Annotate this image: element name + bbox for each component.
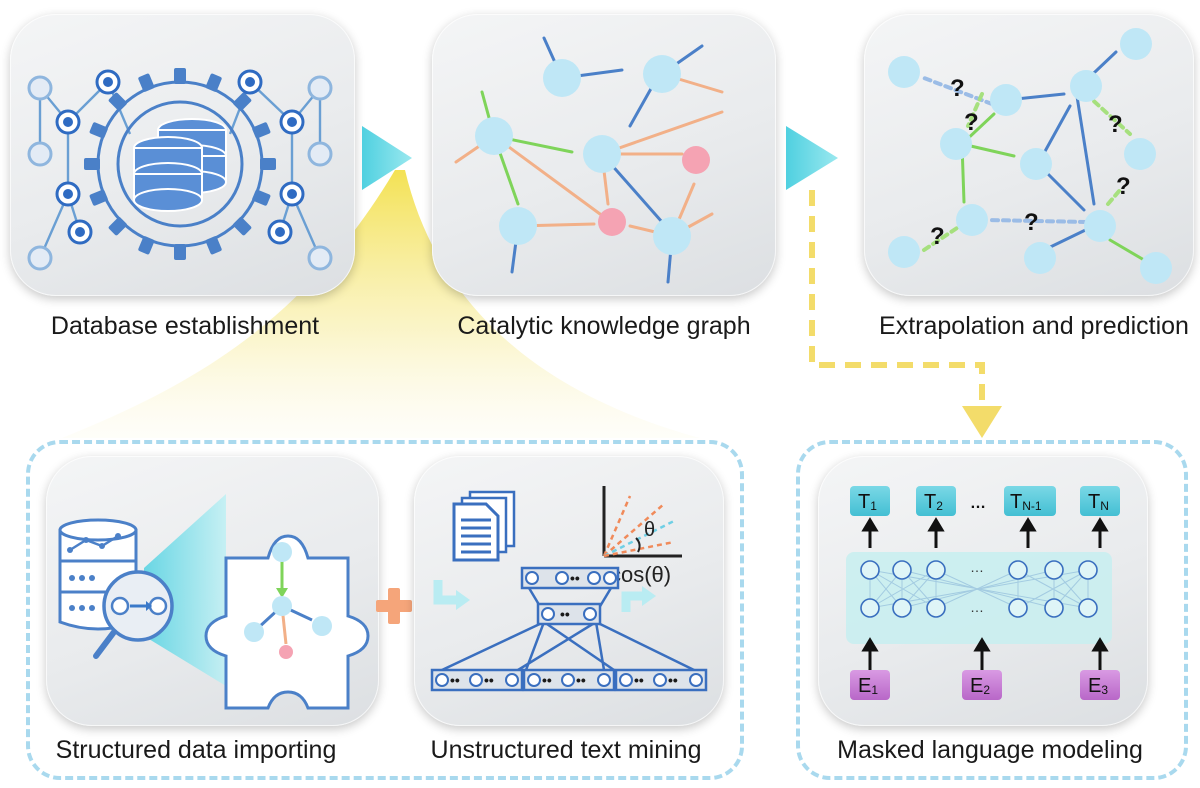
token-t2-main: T: [924, 491, 936, 513]
theta-label: θ: [644, 519, 655, 541]
dots-5: ••: [542, 672, 552, 688]
token-e3-main: E: [1088, 675, 1101, 697]
token-e2-main: E: [970, 675, 983, 697]
layer-ellipsis-1: …: [970, 559, 984, 575]
question-mark-2: ?: [964, 109, 979, 136]
token-t2-sub: 2: [936, 499, 943, 513]
masked-lm-diagram: … … T1 T2 TN-1 TN … E1 E2: [846, 486, 1120, 700]
token-t1-main: T: [858, 491, 870, 513]
question-mark-4: ?: [1116, 173, 1131, 200]
flow-arrow-icon: [362, 126, 412, 190]
dots-6: ••: [576, 672, 586, 688]
unstructured-panel: θ cos(θ): [414, 456, 724, 726]
question-mark-3: ?: [1108, 111, 1123, 138]
structured-import-panel: [46, 456, 379, 726]
language-model-group: [796, 440, 1188, 780]
question-mark-1: ?: [950, 75, 965, 102]
dots-4: ••: [484, 672, 494, 688]
dots-3: ••: [450, 672, 460, 688]
knowledge-graph-caption: Catalytic knowledge graph: [457, 312, 751, 340]
token-e2-sub: 2: [983, 683, 990, 697]
prediction-graph-diagram: ? ? ? ? ? ?: [888, 28, 1172, 284]
question-mark-6: ?: [930, 223, 945, 250]
token-e1-sub: 1: [871, 683, 878, 697]
documents-icon: [452, 490, 516, 562]
knowledge-graph-panel: [432, 14, 776, 296]
prediction-panel: ? ? ? ? ? ?: [864, 14, 1194, 296]
token-t1-sub: 1: [870, 499, 877, 513]
layer-ellipsis-2: …: [970, 599, 984, 615]
plus-icon: [376, 588, 412, 624]
token-tn-main: T: [1088, 491, 1100, 513]
svg-text:TN: TN: [1088, 491, 1109, 513]
svg-text:E2: E2: [970, 675, 990, 697]
token-tn1-main: T: [1010, 491, 1022, 513]
svg-text:E3: E3: [1088, 675, 1108, 697]
dots-2: ••: [560, 606, 570, 622]
svg-text:TN-1: TN-1: [1010, 491, 1042, 513]
database-search-icon: [58, 494, 370, 710]
dots-8: ••: [668, 672, 678, 688]
gear-teeth: [84, 68, 276, 260]
flow-arrow-icon-2: [786, 126, 838, 190]
cos-label: cos(θ): [610, 562, 671, 587]
masked-lm-caption: Masked language modeling: [837, 736, 1143, 764]
token-tn-sub: N: [1100, 499, 1109, 513]
database-panel: [10, 14, 355, 296]
dots-7: ••: [634, 672, 644, 688]
svg-text:E1: E1: [858, 675, 878, 697]
masked-lm-panel: … … T1 T2 TN-1 TN … E1 E2: [818, 456, 1148, 726]
text-mining-diagram: θ cos(θ): [430, 486, 708, 692]
token-ellipsis: …: [970, 495, 986, 512]
database-caption: Database establishment: [50, 312, 320, 340]
question-mark-5: ?: [1024, 209, 1039, 236]
database-gear-icon: [27, 68, 333, 271]
dots-1: ••: [570, 570, 580, 586]
prediction-caption: Extrapolation and prediction: [879, 312, 1189, 340]
token-e1-main: E: [858, 675, 871, 697]
token-e3-sub: 3: [1101, 683, 1108, 697]
unstructured-caption: Unstructured text mining: [430, 736, 702, 764]
knowledge-graph-diagram: [454, 36, 724, 284]
structured-caption: Structured data importing: [55, 736, 337, 764]
token-tn1-sub: N-1: [1022, 499, 1042, 513]
text-mining-group: [26, 440, 744, 780]
svg-text:T1: T1: [858, 491, 877, 513]
svg-text:T2: T2: [924, 491, 943, 513]
